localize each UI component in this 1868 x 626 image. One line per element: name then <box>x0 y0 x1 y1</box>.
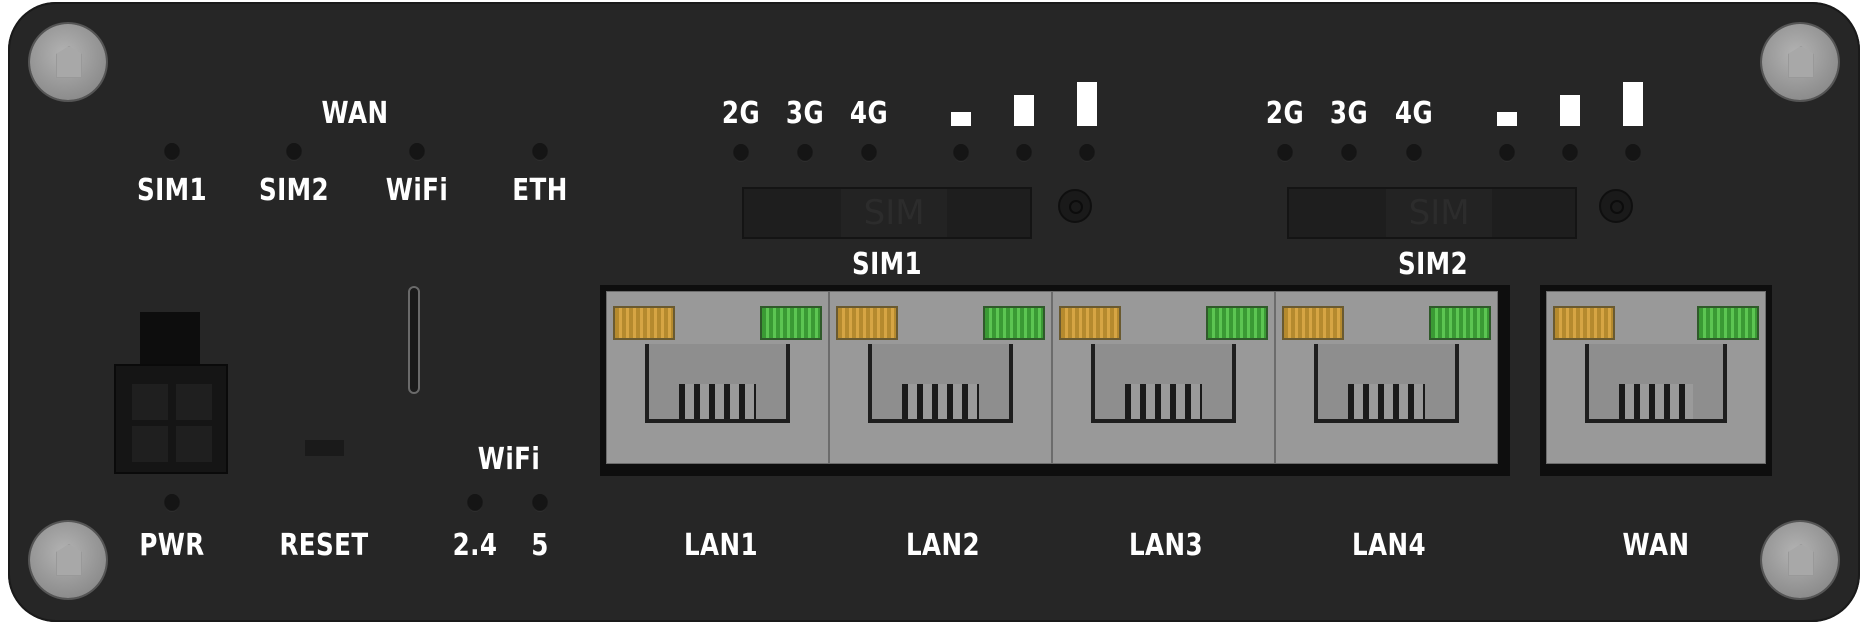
led-wifi-2-4 <box>467 494 483 512</box>
wifi-title: WiFi <box>477 442 541 477</box>
sim2-slot-label: SIM2 <box>1397 247 1469 282</box>
link-led <box>760 306 822 340</box>
lan3-label: LAN3 <box>1128 528 1204 563</box>
rj45-jack <box>645 344 790 423</box>
sim2-2g-label: 2G <box>1265 96 1305 131</box>
screw-icon <box>30 522 106 598</box>
led-wan-eth <box>532 143 548 161</box>
lan1-label: LAN1 <box>683 528 759 563</box>
sim2-eject-hole[interactable] <box>1599 189 1633 223</box>
sim1-4g-label: 4G <box>849 96 889 131</box>
wan-port[interactable] <box>1546 291 1766 464</box>
led-sim2-4g <box>1406 144 1422 162</box>
wps-slot <box>408 286 420 394</box>
signal-bar-icon-mid <box>1014 95 1034 126</box>
rj45-jack <box>1091 344 1236 423</box>
rj45-jack <box>1585 344 1727 423</box>
led-sim1-2g <box>733 144 749 162</box>
label-wan-sim1: SIM1 <box>136 173 208 208</box>
sim1-eject-hole[interactable] <box>1058 189 1092 223</box>
rj45-jack <box>1314 344 1459 423</box>
sim-slot-marking: SIM <box>1386 189 1493 237</box>
lan-port-block <box>600 285 1510 476</box>
signal-bar-icon-high <box>1077 82 1097 126</box>
link-led <box>1697 306 1759 340</box>
signal-bar-icon-mid <box>1560 95 1580 126</box>
led-sim2-signal-1 <box>1499 144 1515 162</box>
activity-led <box>836 306 898 340</box>
activity-led <box>1553 306 1615 340</box>
link-led <box>1206 306 1268 340</box>
led-wan-sim2 <box>286 143 302 161</box>
reset-button[interactable] <box>305 440 344 456</box>
led-sim2-signal-3 <box>1625 144 1641 162</box>
activity-led <box>1059 306 1121 340</box>
power-label: PWR <box>139 528 205 563</box>
link-led <box>983 306 1045 340</box>
wifi-2-4-label: 2.4 <box>452 528 498 563</box>
wifi-5-label: 5 <box>531 528 549 563</box>
led-sim1-4g <box>861 144 877 162</box>
link-led <box>1429 306 1491 340</box>
sim1-slot-label: SIM1 <box>851 247 923 282</box>
lan2-label: LAN2 <box>905 528 981 563</box>
led-sim1-signal-3 <box>1079 144 1095 162</box>
lan-port-1[interactable] <box>606 291 829 464</box>
sim2-slot[interactable]: SIM <box>1287 187 1577 239</box>
signal-bar-icon-low <box>1497 112 1517 126</box>
led-sim1-signal-1 <box>953 144 969 162</box>
sim2-3g-label: 3G <box>1329 96 1369 131</box>
led-wifi-5 <box>532 494 548 512</box>
led-sim1-3g <box>797 144 813 162</box>
lan4-label: LAN4 <box>1351 528 1427 563</box>
lan-port-3[interactable] <box>1052 291 1275 464</box>
screw-icon <box>1762 522 1838 598</box>
led-sim1-signal-2 <box>1016 144 1032 162</box>
wan-status-title: WAN <box>321 96 389 131</box>
led-sim2-2g <box>1277 144 1293 162</box>
led-wan-wifi <box>409 143 425 161</box>
screw-icon <box>1762 24 1838 100</box>
sim1-2g-label: 2G <box>721 96 761 131</box>
label-wan-eth: ETH <box>512 173 568 208</box>
wan-port-block <box>1540 285 1772 476</box>
sim1-slot[interactable]: SIM <box>742 187 1032 239</box>
lan-port-4[interactable] <box>1275 291 1498 464</box>
led-sim2-3g <box>1341 144 1357 162</box>
sim1-3g-label: 3G <box>785 96 825 131</box>
power-connector[interactable] <box>114 312 228 474</box>
wan-port-label: WAN <box>1622 528 1690 563</box>
led-sim2-signal-2 <box>1562 144 1578 162</box>
reset-label: RESET <box>279 528 369 563</box>
led-wan-sim1 <box>164 143 180 161</box>
label-wan-sim2: SIM2 <box>258 173 330 208</box>
sim2-4g-label: 4G <box>1394 96 1434 131</box>
rj45-jack <box>868 344 1013 423</box>
led-power <box>164 494 180 512</box>
label-wan-wifi: WiFi <box>385 173 449 208</box>
signal-bar-icon-low <box>951 112 971 126</box>
activity-led <box>1282 306 1344 340</box>
lan-port-2[interactable] <box>829 291 1052 464</box>
signal-bar-icon-high <box>1623 82 1643 126</box>
screw-icon <box>30 24 106 100</box>
sim-slot-marking: SIM <box>841 189 948 237</box>
activity-led <box>613 306 675 340</box>
